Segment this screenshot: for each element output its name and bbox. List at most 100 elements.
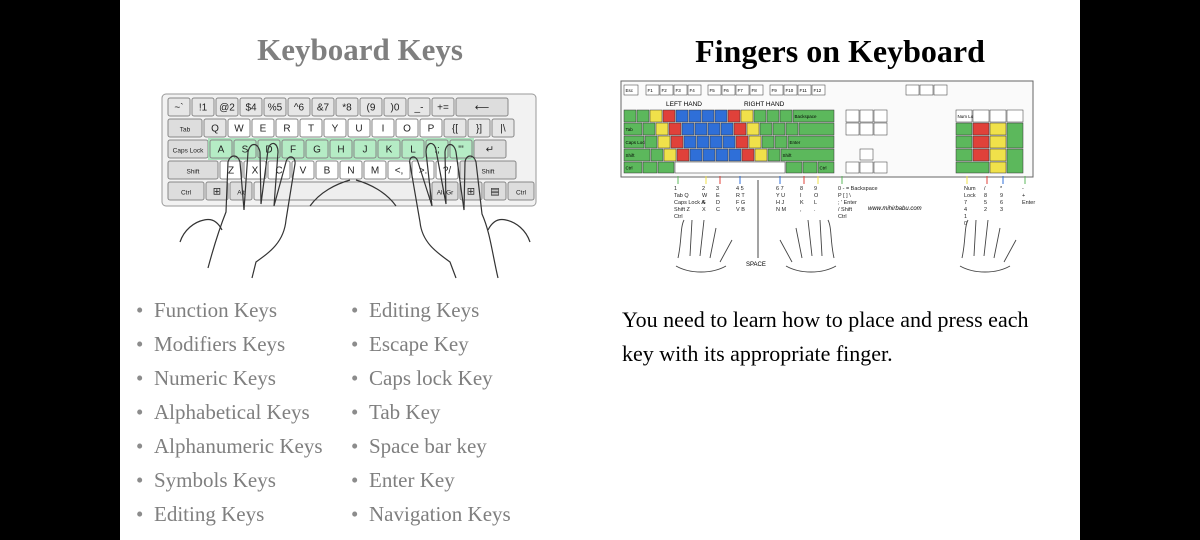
bullet-item: •Editing Keys bbox=[351, 298, 480, 322]
svg-text:Tab Q: Tab Q bbox=[674, 193, 689, 199]
num-lock-key: Num Lock bbox=[955, 109, 979, 123]
key: &7 bbox=[311, 97, 335, 117]
alt-key: Alt bbox=[229, 181, 253, 201]
svg-text::;: :; bbox=[434, 145, 440, 156]
svg-text:"': "' bbox=[458, 145, 464, 156]
bullet-item: •Navigation Keys bbox=[351, 502, 511, 526]
svg-text:3: 3 bbox=[1000, 207, 1003, 213]
bullet-item: •Space bar key bbox=[351, 434, 487, 458]
key: F bbox=[281, 139, 305, 159]
key: ?/ bbox=[435, 160, 459, 180]
win-key: ⊞ bbox=[205, 181, 229, 201]
key: D bbox=[257, 139, 281, 159]
numpad-key bbox=[989, 109, 1007, 123]
key: I bbox=[371, 118, 395, 138]
svg-text:F5: F5 bbox=[710, 88, 716, 93]
svg-text:Q: Q bbox=[211, 124, 219, 135]
nav-key bbox=[873, 122, 888, 136]
function-key: F5 bbox=[707, 84, 722, 96]
svg-text:C: C bbox=[275, 166, 282, 177]
svg-text:-: - bbox=[1022, 186, 1024, 192]
svg-text:H: H bbox=[337, 145, 344, 156]
key bbox=[727, 109, 741, 123]
svg-text:2: 2 bbox=[702, 186, 705, 192]
svg-text:F12: F12 bbox=[814, 88, 822, 93]
bullet-item: •Tab Key bbox=[351, 400, 441, 424]
svg-text:<,: <, bbox=[395, 166, 404, 177]
svg-text:X: X bbox=[702, 207, 706, 213]
key bbox=[748, 135, 762, 149]
key: W bbox=[227, 118, 251, 138]
hand-sketches bbox=[675, 219, 1017, 273]
svg-text:Shift: Shift bbox=[481, 169, 494, 176]
shift-right-key: Shift bbox=[459, 160, 517, 180]
key bbox=[767, 148, 781, 162]
finger-guide-lines bbox=[677, 176, 1026, 184]
svg-text:Num Lock: Num Lock bbox=[958, 114, 979, 119]
key bbox=[657, 135, 671, 149]
svg-text:J: J bbox=[363, 145, 368, 156]
svg-text:F: F bbox=[290, 145, 296, 156]
svg-text:V B: V B bbox=[736, 207, 745, 213]
key: B bbox=[315, 160, 339, 180]
system-key bbox=[919, 84, 934, 96]
svg-text:Ctrl: Ctrl bbox=[838, 214, 847, 220]
svg-text:Shift: Shift bbox=[626, 153, 636, 158]
svg-text:~`: ~` bbox=[174, 102, 183, 114]
svg-text:F4: F4 bbox=[690, 88, 696, 93]
key bbox=[785, 122, 799, 136]
svg-text:O: O bbox=[814, 193, 819, 199]
space-key bbox=[674, 161, 786, 174]
modifier-key: Caps Lock bbox=[623, 135, 648, 149]
key bbox=[642, 122, 656, 136]
svg-text:Y: Y bbox=[332, 124, 339, 135]
key bbox=[802, 161, 818, 174]
svg-text:I: I bbox=[382, 124, 385, 135]
key bbox=[676, 148, 690, 162]
numpad-finger-column: *963 bbox=[1000, 186, 1003, 213]
modifier-key bbox=[623, 109, 637, 123]
wide-key: Backspace bbox=[792, 109, 835, 123]
svg-text:S: S bbox=[242, 145, 249, 156]
backspace-key: ⟵ bbox=[455, 97, 509, 117]
svg-text:N M: N M bbox=[776, 207, 787, 213]
key: A bbox=[209, 139, 233, 159]
key: K bbox=[377, 139, 401, 159]
svg-text:)0: )0 bbox=[391, 103, 400, 114]
function-key: F2 bbox=[659, 84, 674, 96]
caps-lock-key: Caps Lock bbox=[167, 139, 209, 159]
bullet-item: •Alphabetical Keys bbox=[136, 400, 310, 424]
svg-text:8: 8 bbox=[984, 193, 987, 199]
svg-text:F9: F9 bbox=[772, 88, 778, 93]
space-label: SPACE bbox=[746, 262, 766, 268]
key bbox=[709, 135, 723, 149]
body-text: You need to learn how to place and press… bbox=[622, 307, 1029, 366]
svg-text:F8: F8 bbox=[752, 88, 758, 93]
key: C bbox=[267, 160, 291, 180]
numpad-key bbox=[1006, 109, 1024, 123]
shift-left-key: Shift bbox=[167, 160, 219, 180]
numpad-key bbox=[955, 148, 973, 162]
key bbox=[681, 122, 695, 136]
svg-text:P: P bbox=[428, 124, 435, 135]
key: O bbox=[395, 118, 419, 138]
svg-text:D: D bbox=[265, 145, 272, 156]
svg-text:1: 1 bbox=[964, 214, 967, 220]
arrow-key bbox=[873, 161, 888, 174]
key bbox=[714, 109, 728, 123]
svg-text:Shift: Shift bbox=[186, 169, 199, 176]
numpad-key bbox=[972, 148, 990, 162]
svg-text:2: 2 bbox=[984, 207, 987, 213]
svg-text:8: 8 bbox=[800, 186, 803, 192]
svg-text:P [ ] \: P [ ] \ bbox=[838, 193, 851, 199]
svg-text:A: A bbox=[218, 145, 225, 156]
bullet-item: •Enter Key bbox=[351, 468, 455, 492]
svg-text:Ctrl: Ctrl bbox=[516, 190, 527, 197]
svg-text:⊞: ⊞ bbox=[467, 187, 475, 198]
key bbox=[733, 122, 747, 136]
svg-text:6 7: 6 7 bbox=[776, 186, 784, 192]
key: _- bbox=[407, 97, 431, 117]
